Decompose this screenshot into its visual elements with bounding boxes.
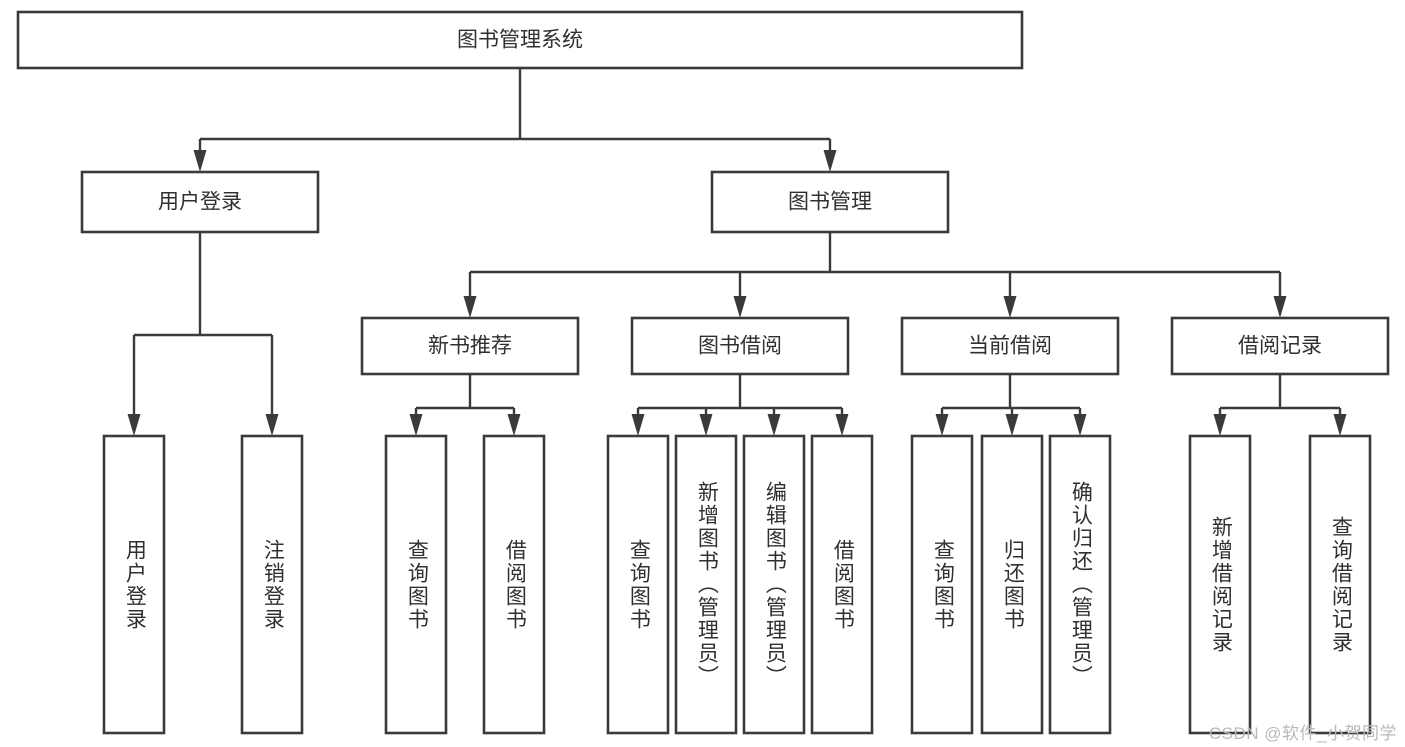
node-leaf-2[interactable]	[384, 434, 448, 735]
node-level3-0[interactable]	[360, 316, 580, 376]
arrow-head-icon	[935, 414, 949, 436]
node-leaf-4[interactable]	[606, 434, 670, 735]
arrow-head-icon	[631, 414, 645, 436]
arrow-head-icon	[193, 150, 207, 172]
arrow-head-icon	[1213, 414, 1227, 436]
node-leaf-1[interactable]	[240, 434, 304, 735]
node-leaf-7[interactable]	[810, 434, 874, 735]
level3-node-label-2: 当前借阅	[968, 335, 1052, 358]
arrow-head-icon	[823, 150, 837, 172]
arrow-head-icon	[767, 414, 781, 436]
arrow-head-icon	[127, 414, 141, 436]
arrow-head-icon	[699, 414, 713, 436]
node-root-图书管理系统[interactable]	[16, 10, 1024, 70]
boxes-layer	[16, 10, 1390, 735]
arrow-head-icon	[265, 414, 279, 436]
node-leaf-5[interactable]	[674, 434, 738, 735]
level2-node-label-1: 图书管理	[788, 191, 872, 214]
level2-node-label-0: 用户登录	[158, 191, 242, 214]
arrow-head-icon	[507, 414, 521, 436]
level3-node-label-1: 图书借阅	[698, 335, 782, 358]
node-level2-1[interactable]	[710, 170, 950, 234]
arrow-head-icon	[1003, 296, 1017, 318]
csdn-watermark: CSDN @软件_小贺同学	[1208, 724, 1397, 743]
arrow-head-icon	[733, 296, 747, 318]
level3-node-label-3: 借阅记录	[1238, 335, 1322, 358]
arrow-head-icon	[1005, 414, 1019, 436]
node-leaf-0[interactable]	[102, 434, 166, 735]
node-level2-0[interactable]	[80, 170, 320, 234]
node-level3-3[interactable]	[1170, 316, 1390, 376]
arrow-head-icon	[409, 414, 423, 436]
node-leaf-11[interactable]	[1188, 434, 1252, 735]
node-leaf-9[interactable]	[980, 434, 1044, 735]
arrow-head-icon	[1273, 296, 1287, 318]
edges-layer	[127, 68, 1347, 436]
arrow-head-icon	[1073, 414, 1087, 436]
root-node-label: 图书管理系统	[457, 29, 583, 52]
arrow-head-icon	[463, 296, 477, 318]
node-leaf-10[interactable]	[1048, 434, 1112, 735]
level3-node-label-0: 新书推荐	[428, 335, 512, 358]
arrow-head-icon	[1333, 414, 1347, 436]
node-leaf-8[interactable]	[910, 434, 974, 735]
node-leaf-3[interactable]	[482, 434, 546, 735]
node-leaf-6[interactable]	[742, 434, 806, 735]
node-level3-2[interactable]	[900, 316, 1120, 376]
node-level3-1[interactable]	[630, 316, 850, 376]
arrow-head-icon	[835, 414, 849, 436]
node-leaf-12[interactable]	[1308, 434, 1372, 735]
